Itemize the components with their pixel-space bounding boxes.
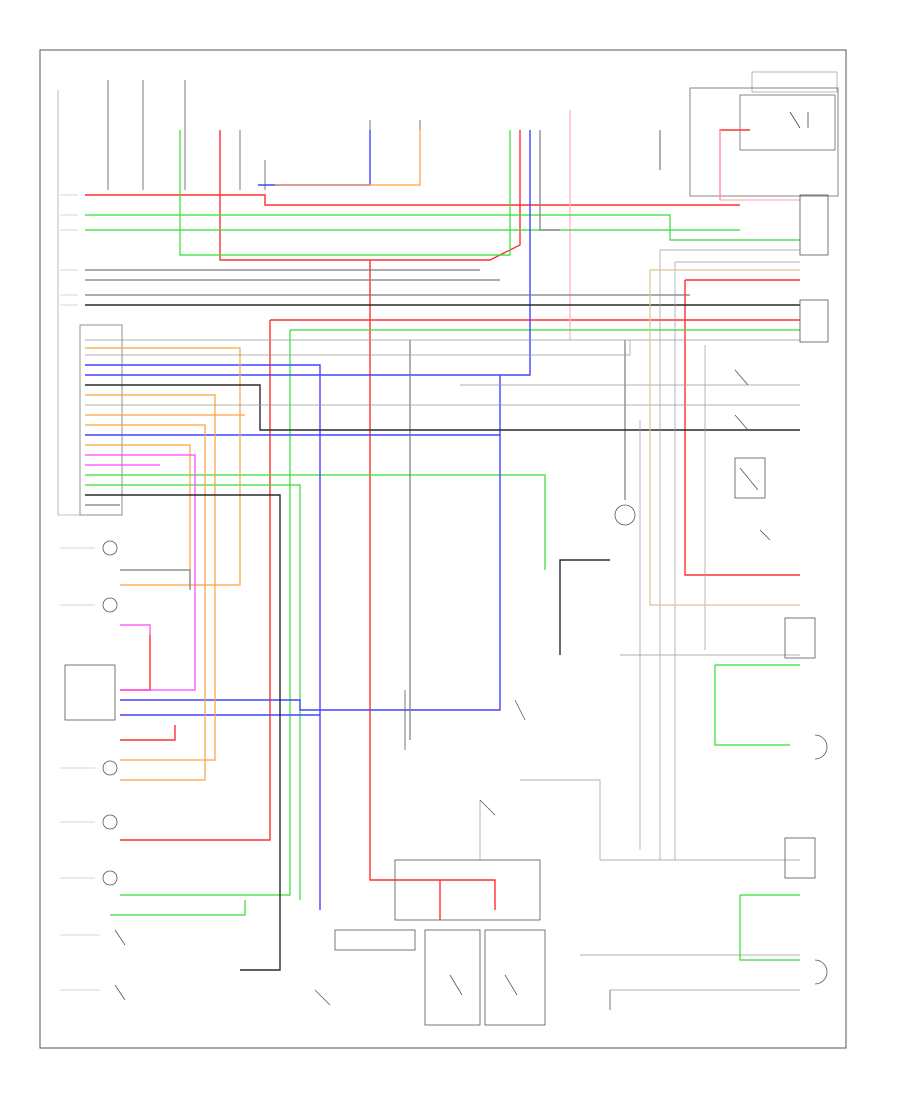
right-components (404, 194, 829, 985)
lamp-1 (102, 540, 118, 556)
diagram-frame (39, 49, 847, 1049)
left-components (64, 540, 126, 1001)
lightpink-wires (569, 110, 800, 340)
mirror-module (64, 664, 116, 721)
lamp-2 (102, 597, 118, 613)
top-fuse-taps (107, 80, 421, 190)
dark-wires (85, 304, 800, 971)
blue-wires (85, 130, 531, 910)
lamp-4 (102, 814, 118, 830)
label-ticks (60, 194, 100, 991)
top-right-relay-box (689, 71, 839, 197)
green-wires (85, 130, 800, 961)
bottom-components (314, 859, 611, 1026)
pink-wires (85, 454, 196, 691)
lamp-3 (102, 760, 118, 776)
right-courtesy-lamp (484, 929, 546, 1026)
left-courtesy-lamp (424, 929, 481, 1026)
thin-gray-wires (85, 249, 800, 991)
gray-wires (85, 130, 690, 740)
tan-wires (649, 269, 800, 606)
red-wires (85, 129, 800, 920)
lamp-5 (102, 870, 118, 886)
left-connector-outline (79, 324, 123, 516)
left-connector-block (57, 90, 123, 516)
orange-wires (85, 130, 421, 781)
door-lamp-box (334, 929, 416, 951)
